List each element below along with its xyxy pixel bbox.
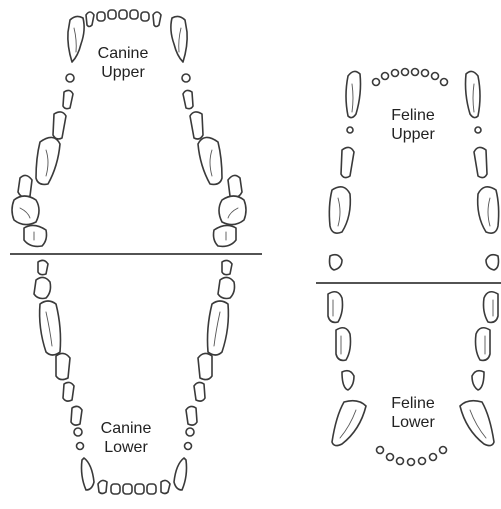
canine-lower-label: Canine Lower: [96, 419, 156, 457]
feline-upper-arch: [329, 69, 498, 271]
feline-lower-label-line2: Lower: [383, 413, 443, 432]
feline-upper-label-line1: Feline: [383, 106, 443, 125]
canine-lower-left-cheek-teeth: [34, 260, 84, 449]
feline-upper-incisors: [373, 69, 448, 86]
canine-lower-arch: [34, 260, 235, 494]
feline-lower-arch: [328, 292, 498, 466]
feline-lower-left-cheek-teeth: [328, 292, 354, 390]
canine-lower-label-line1: Canine: [96, 419, 156, 438]
feline-upper-label-line2: Upper: [383, 125, 443, 144]
feline-lower-right-canine: [460, 401, 494, 446]
canine-lower-left-canine: [82, 458, 95, 490]
feline-lower-label: Feline Lower: [383, 394, 443, 432]
canine-upper-label-line2: Upper: [93, 63, 153, 82]
feline-upper-right-cheek-teeth: [474, 127, 499, 270]
canine-lower-incisors: [98, 480, 170, 494]
canine-lower-right-cheek-teeth: [185, 260, 235, 449]
canine-upper-label: Canine Upper: [93, 44, 153, 82]
feline-lower-incisors: [377, 447, 447, 466]
canine-upper-incisors: [86, 10, 161, 27]
feline-upper-left-cheek-teeth: [329, 127, 354, 270]
canine-upper-left-cheek-teeth: [12, 74, 74, 246]
feline-lower-right-cheek-teeth: [472, 292, 498, 390]
feline-upper-label: Feline Upper: [383, 106, 443, 144]
feline-lower-left-canine: [332, 401, 366, 446]
canine-lower-label-line2: Lower: [96, 438, 156, 457]
canine-lower-right-canine: [174, 458, 187, 490]
canine-upper-right-cheek-teeth: [182, 74, 246, 246]
feline-lower-label-line1: Feline: [383, 394, 443, 413]
canine-upper-label-line1: Canine: [93, 44, 153, 63]
